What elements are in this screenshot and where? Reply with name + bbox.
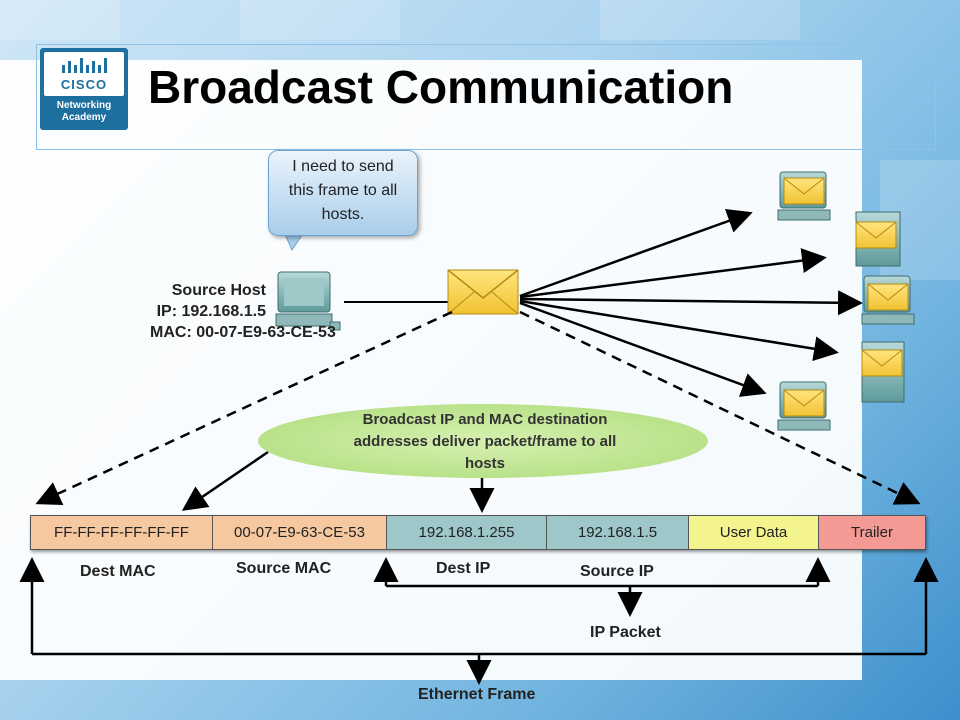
envelope-icon (447, 269, 519, 315)
arrow-to-host1 (519, 209, 753, 298)
computer-icon (275, 271, 341, 331)
logo-bars-icon (62, 58, 107, 73)
background-tile (600, 0, 800, 40)
computer-icon (861, 275, 915, 325)
arrow-to-host5 (519, 301, 767, 397)
bubble-line2: this frame to all (288, 182, 398, 199)
ethernet-frame-bracket (19, 557, 939, 685)
server-icon (861, 341, 905, 403)
field-trailer: Trailer (819, 516, 925, 549)
dashed-arrow-left (35, 310, 453, 505)
field-dest-mac: FF-FF-FF-FF-FF-FF (31, 516, 213, 549)
page-title: Broadcast Communication (148, 61, 734, 113)
label-source-mac: Source MAC (236, 560, 332, 577)
logo-subtitle: Networking Academy (40, 100, 128, 124)
source-host-info: Source Host IP: 192.168.1.5 MAC: 00-07-E… (150, 280, 336, 343)
broadcast-note-ellipse (258, 404, 708, 478)
computer-icon (777, 381, 831, 431)
note-line3: hosts (464, 455, 505, 472)
source-host-ip: IP: 192.168.1.5 (156, 303, 266, 320)
note-line2: addresses deliver packet/frame to all (353, 433, 617, 450)
title-frame (36, 44, 936, 150)
label-ip-packet: IP Packet (590, 624, 661, 641)
logo-sub-line2: Academy (61, 112, 107, 123)
content-panel (0, 60, 862, 680)
ethernet-frame-row: FF-FF-FF-FF-FF-FF 00-07-E9-63-CE-53 192.… (30, 515, 926, 550)
label-source-ip: Source IP (580, 563, 654, 580)
logo-sub-line1: Networking (56, 100, 112, 111)
label-dest-mac: Dest MAC (80, 563, 156, 580)
speech-bubble: I need to send this frame to all hosts. (268, 150, 418, 236)
field-user-data: User Data (689, 516, 819, 549)
arrow-to-host4 (519, 299, 839, 362)
background-tile (240, 0, 400, 40)
dashed-arrow-right (519, 310, 921, 505)
ip-packet-bracket (373, 557, 831, 617)
field-dest-ip: 192.168.1.255 (387, 516, 547, 549)
note-line1: Broadcast IP and MAC destination (362, 411, 608, 428)
arrow-to-host3 (519, 290, 863, 316)
field-source-ip: 192.168.1.5 (547, 516, 689, 549)
computer-icon (777, 171, 831, 221)
logo-badge: CISCO (44, 52, 124, 96)
server-icon (855, 211, 901, 267)
bubble-line1: I need to send (292, 158, 394, 175)
bubble-line3: hosts. (321, 206, 365, 223)
logo-brand: CISCO (60, 77, 108, 92)
label-dest-ip: Dest IP (436, 560, 491, 577)
arrow-to-host2 (519, 248, 827, 299)
broadcast-arrows (519, 209, 863, 397)
background-tile (0, 0, 120, 40)
note-arrow-mac (181, 450, 269, 511)
broadcast-note: Broadcast IP and MAC destination address… (320, 409, 650, 475)
label-ethernet-frame: Ethernet Frame (418, 686, 536, 703)
cisco-logo: CISCO Networking Academy (40, 48, 128, 130)
field-source-mac: 00-07-E9-63-CE-53 (213, 516, 387, 549)
source-host-label: Source Host (171, 282, 266, 299)
source-host-mac: MAC: 00-07-E9-63-CE-53 (150, 324, 336, 341)
